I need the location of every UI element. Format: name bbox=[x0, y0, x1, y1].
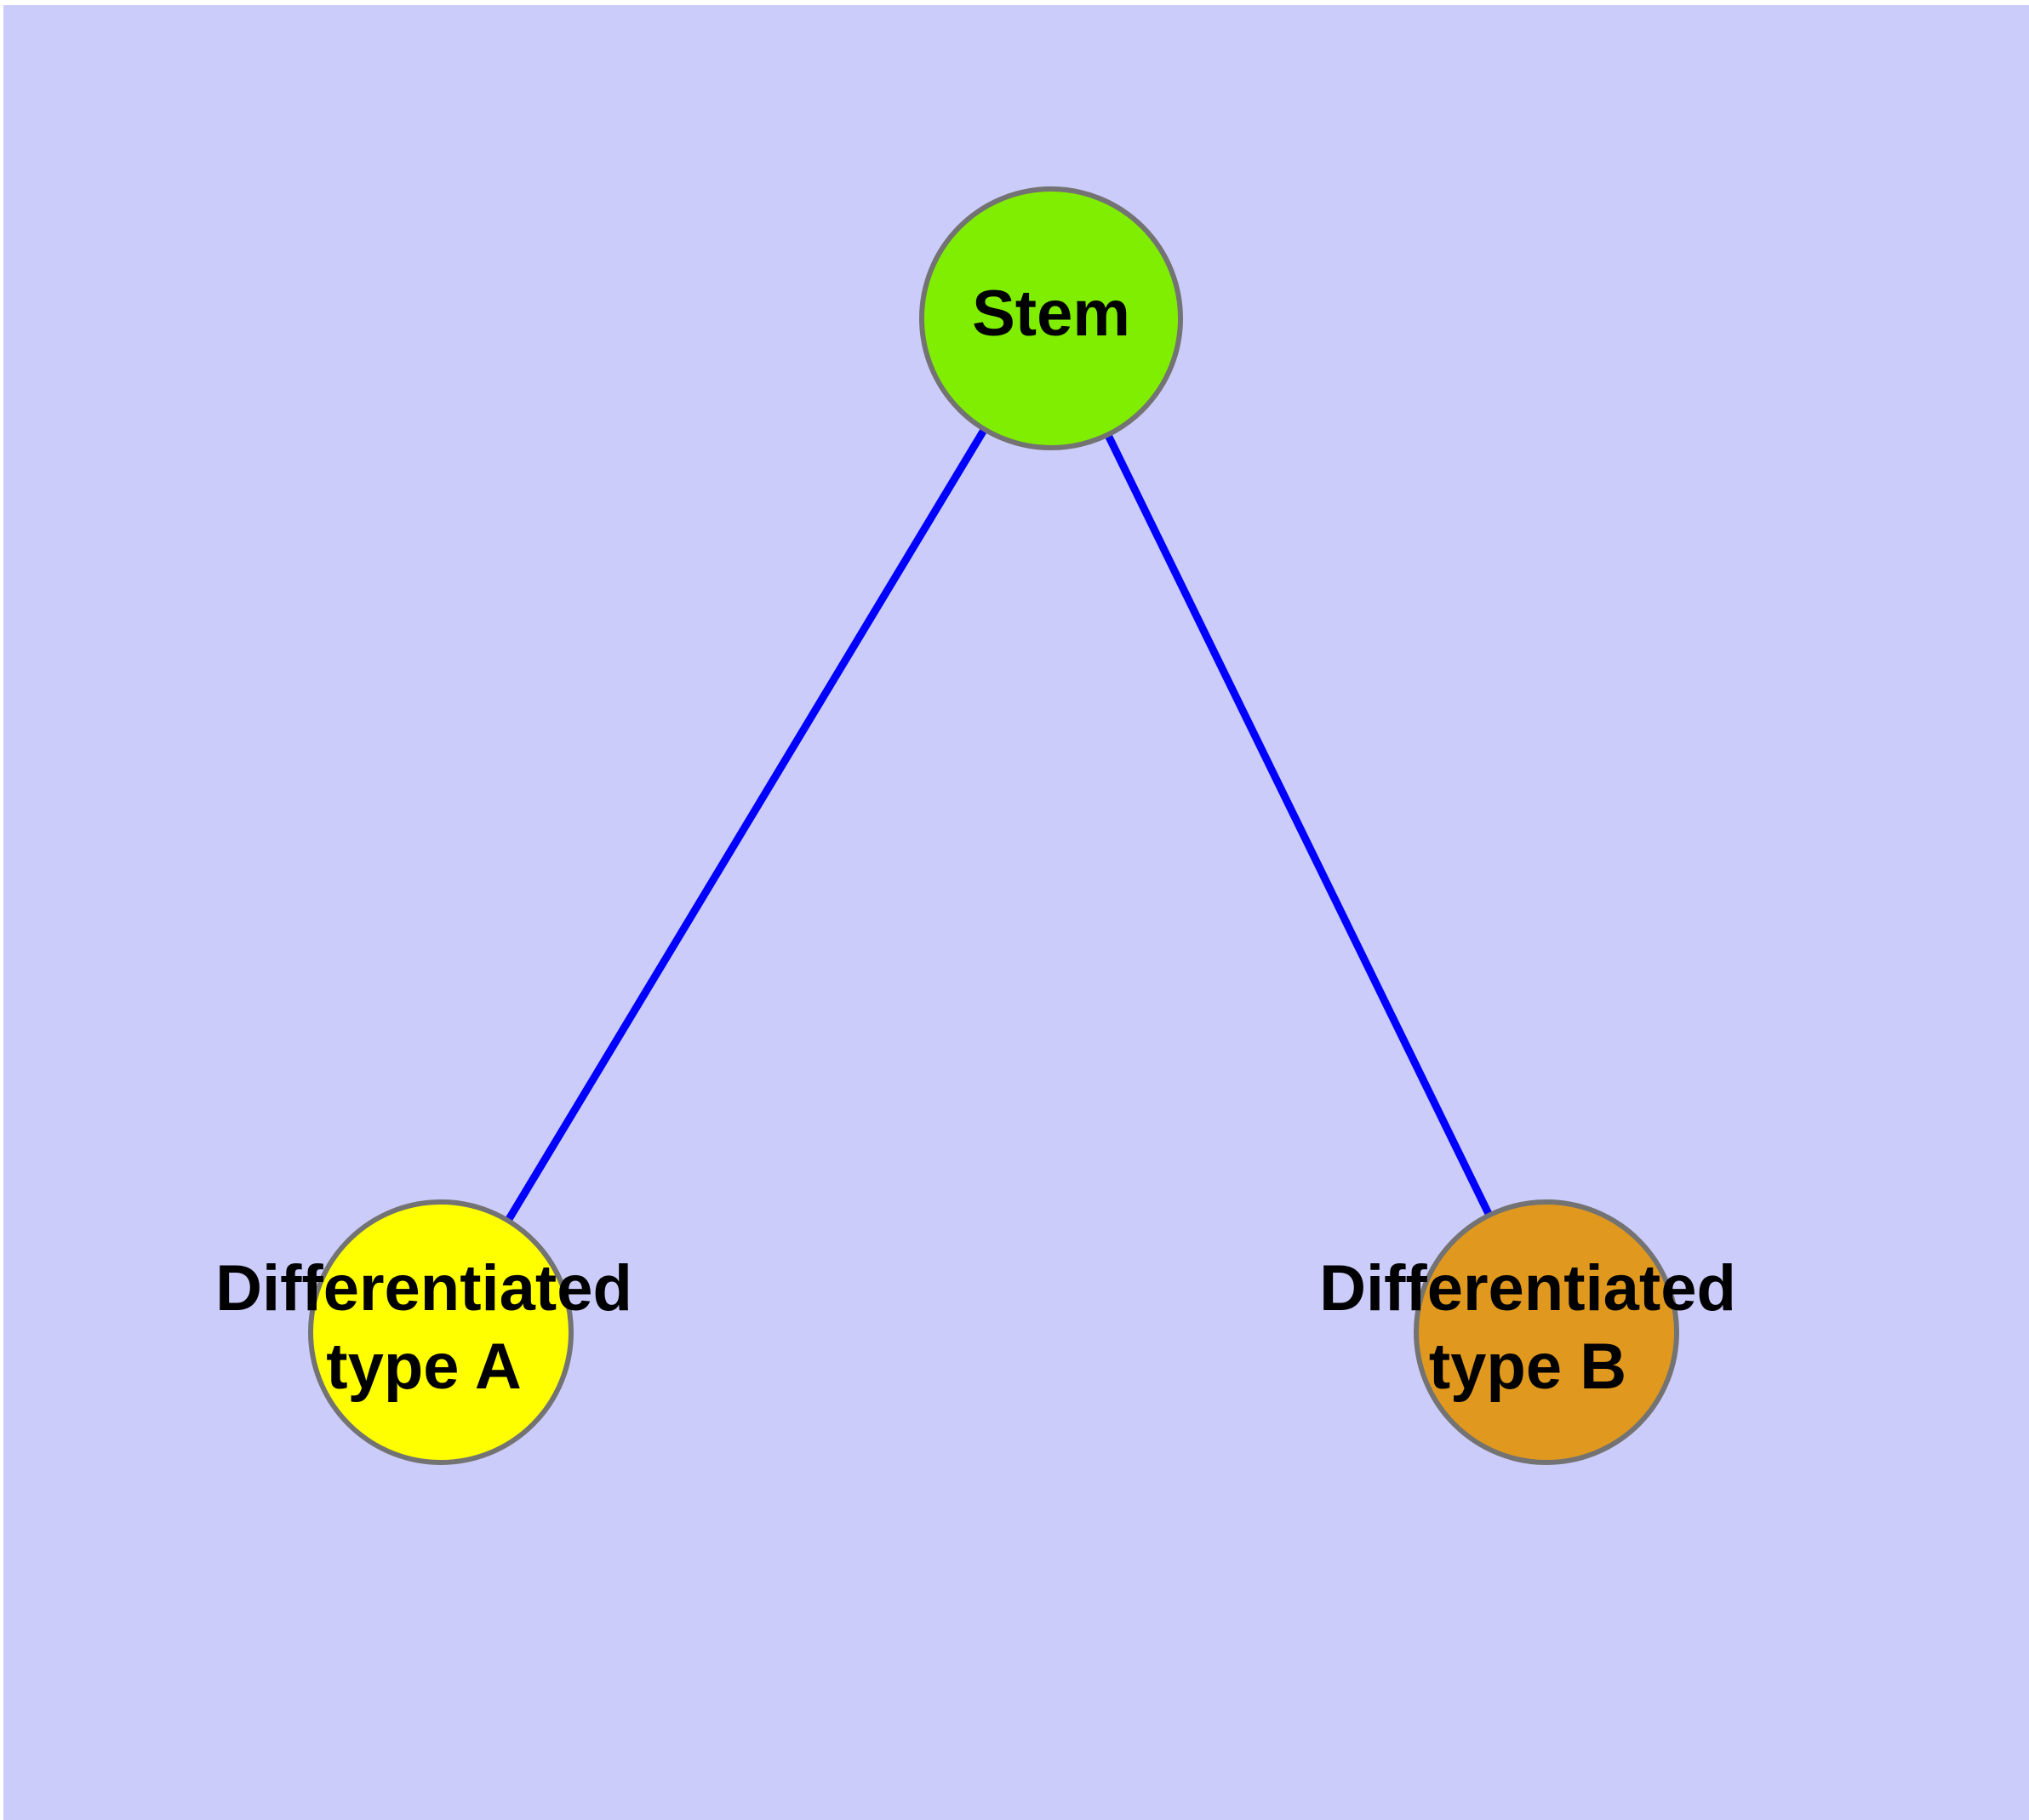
edge-stem-diff-b[interactable] bbox=[1105, 433, 1493, 1216]
node-label-line-diff_a-1: type A bbox=[326, 1331, 521, 1403]
node-label-line-diff_b-0: Differentiated bbox=[1319, 1252, 1736, 1325]
node-label-line-diff_b-1: type B bbox=[1429, 1331, 1626, 1403]
edge-layer bbox=[505, 427, 1493, 1222]
node-circle-diff_b[interactable] bbox=[1414, 1199, 1679, 1465]
node-label-stem: Stem bbox=[972, 278, 1130, 350]
node-label-line-stem-0: Stem bbox=[972, 278, 1130, 350]
node-circle-diff_a[interactable] bbox=[308, 1199, 574, 1465]
node-stem[interactable]: Stem bbox=[919, 186, 1183, 450]
node-circle-stem[interactable] bbox=[919, 186, 1183, 450]
edge-stem-diff-a[interactable] bbox=[505, 427, 987, 1222]
node-label-line-diff_a-0: Differentiated bbox=[215, 1252, 632, 1325]
